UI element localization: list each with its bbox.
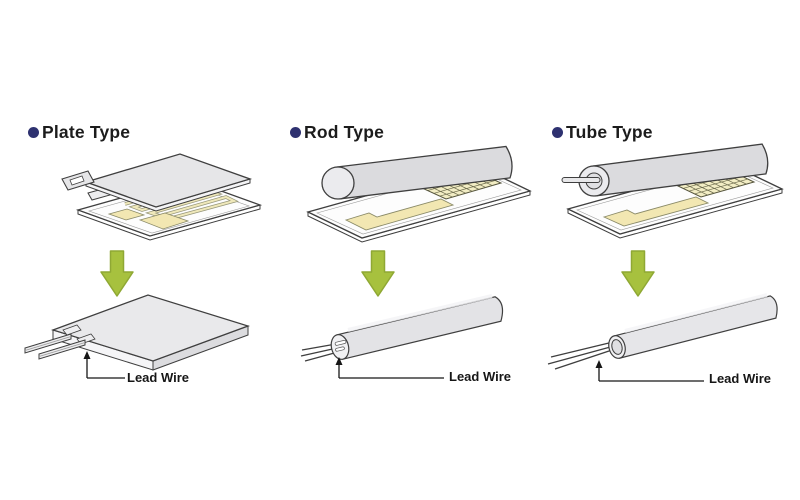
tube-rolled-cylinder (561, 143, 769, 197)
plate-top-sheet (61, 153, 253, 212)
lead-wire-label: Lead Wire (127, 370, 190, 385)
bullet-icon (28, 126, 39, 138)
rod-body (330, 294, 504, 360)
panel-title-rod-label: Rod Type (304, 121, 385, 142)
tube-exploded-view-illustration (561, 143, 784, 239)
rod-product-illustration (300, 294, 504, 362)
lead-wire-label: Lead Wire (449, 369, 512, 384)
lead-wire-label: Lead Wire (709, 371, 772, 386)
panel-title-tube: Tube Type (552, 122, 653, 142)
plate-lead-wires (24, 333, 86, 360)
tube-hollow-core (611, 339, 623, 355)
cylinder-end-face (321, 166, 355, 200)
tube-product-illustration (547, 293, 778, 370)
panel-title-plate: Plate Type (28, 122, 130, 142)
leader-line (595, 360, 704, 382)
terminal-pad-l-shape (602, 196, 710, 227)
tube-lead-wires (547, 341, 616, 370)
down-arrow-icon (361, 250, 395, 297)
terminal-notch (62, 324, 82, 336)
plate-product-illustration (24, 294, 251, 371)
leader-line (83, 351, 125, 379)
bullet-icon (290, 126, 301, 138)
rolled-seam-slot (334, 339, 347, 346)
panel-title-tube-label: Tube Type (566, 121, 653, 142)
tube-body (608, 293, 778, 359)
rod-rolled-cylinder (321, 145, 513, 200)
rod-lead-wires (300, 343, 339, 362)
leader-line (335, 357, 444, 379)
down-arrow-icon (621, 250, 655, 297)
panel-title-plate-label: Plate Type (42, 121, 131, 142)
bullet-icon (552, 126, 563, 138)
inner-lead-tab (561, 177, 601, 183)
rod-exploded-view-illustration (306, 145, 532, 243)
terminal-pad (107, 208, 146, 221)
plate-exploded-view-illustration (61, 153, 263, 241)
terminal-pad (138, 212, 190, 230)
rolled-seam-slot (335, 346, 345, 352)
down-arrow-icon (100, 250, 134, 297)
lead-tab-slot (69, 175, 85, 186)
panel-title-rod: Rod Type (290, 122, 384, 142)
terminal-pad-l-shape (344, 198, 455, 231)
